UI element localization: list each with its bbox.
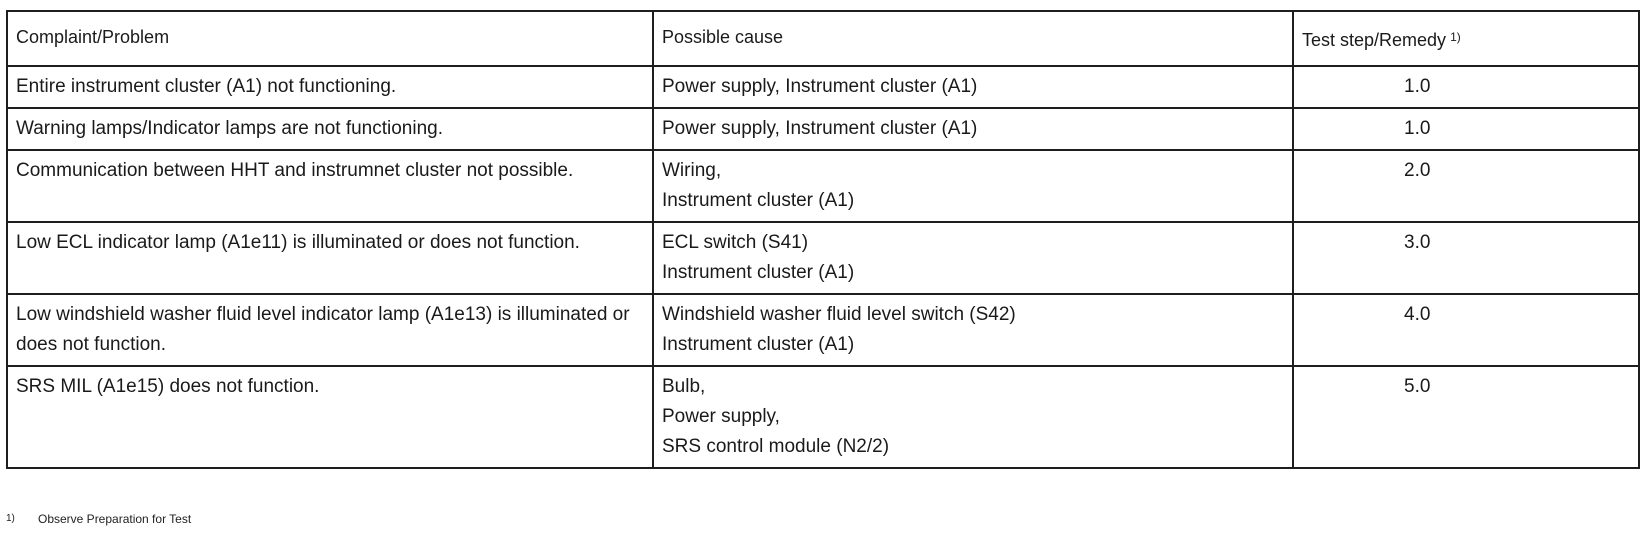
- cause-cell: Power supply, Instrument cluster (A1): [652, 65, 1294, 109]
- table-row: Low ECL indicator lamp (A1e11) is illumi…: [6, 221, 1640, 295]
- table-row: Entire instrument cluster (A1) not funct…: [6, 65, 1640, 109]
- cause-cell: Power supply, Instrument cluster (A1): [652, 107, 1294, 151]
- header-cause-label: Possible cause: [662, 27, 784, 47]
- table-row: Warning lamps/Indicator lamps are not fu…: [6, 107, 1640, 151]
- cause-cell: Bulb, Power supply, SRS control module (…: [652, 365, 1294, 469]
- cause-line: ECL switch (S41): [662, 232, 809, 253]
- cause-cell: Wiring, Instrument cluster (A1): [652, 149, 1294, 223]
- table-row: SRS MIL (A1e15) does not function. Bulb,…: [6, 365, 1640, 469]
- test-step-cell: 2.0: [1292, 149, 1640, 223]
- table-row: Communication between HHT and instrumnet…: [6, 149, 1640, 223]
- header-complaint-label: Complaint/Problem: [16, 27, 170, 47]
- footnote-text: Observe Preparation for Test: [38, 512, 192, 526]
- complaint-cell: Entire instrument cluster (A1) not funct…: [6, 65, 654, 109]
- test-step-cell: 3.0: [1292, 221, 1640, 295]
- header-remedy-footnote-mark: 1): [1450, 30, 1461, 44]
- cause-line: Instrument cluster (A1): [662, 262, 855, 283]
- complaint-cell: Communication between HHT and instrumnet…: [6, 149, 654, 223]
- cause-line: Power supply,: [662, 406, 780, 427]
- diagnosis-table: Complaint/Problem Possible cause Test st…: [6, 10, 1640, 469]
- test-step-cell: 1.0: [1292, 65, 1640, 109]
- test-step-cell: 5.0: [1292, 365, 1640, 469]
- cause-cell: Windshield washer fluid level switch (S4…: [652, 293, 1294, 367]
- table-row: Low windshield washer fluid level indica…: [6, 293, 1640, 367]
- complaint-cell: Warning lamps/Indicator lamps are not fu…: [6, 107, 654, 151]
- cause-line: Instrument cluster (A1): [662, 190, 855, 211]
- complaint-cell: Low ECL indicator lamp (A1e11) is illumi…: [6, 221, 654, 295]
- complaint-cell: Low windshield washer fluid level indica…: [6, 293, 654, 367]
- cause-line: Wiring,: [662, 160, 722, 181]
- cause-cell: ECL switch (S41) Instrument cluster (A1): [652, 221, 1294, 295]
- header-complaint: Complaint/Problem: [6, 10, 654, 67]
- footnote-mark: 1): [6, 513, 15, 524]
- cause-line: SRS control module (N2/2): [662, 436, 890, 457]
- cause-line: Windshield washer fluid level switch (S4…: [662, 304, 1016, 325]
- test-step-cell: 4.0: [1292, 293, 1640, 367]
- header-remedy-label: Test step/Remedy: [1302, 30, 1447, 50]
- table-header-row: Complaint/Problem Possible cause Test st…: [6, 10, 1640, 67]
- footnote: 1) Observe Preparation for Test: [6, 512, 191, 526]
- cause-line: Bulb,: [662, 376, 706, 397]
- complaint-cell: SRS MIL (A1e15) does not function.: [6, 365, 654, 469]
- cause-line: Power supply, Instrument cluster (A1): [662, 76, 978, 97]
- cause-line: Instrument cluster (A1): [662, 334, 855, 355]
- cause-line: Power supply, Instrument cluster (A1): [662, 118, 978, 139]
- test-step-cell: 1.0: [1292, 107, 1640, 151]
- diagnosis-sheet: Complaint/Problem Possible cause Test st…: [6, 10, 1640, 469]
- header-cause: Possible cause: [652, 10, 1294, 67]
